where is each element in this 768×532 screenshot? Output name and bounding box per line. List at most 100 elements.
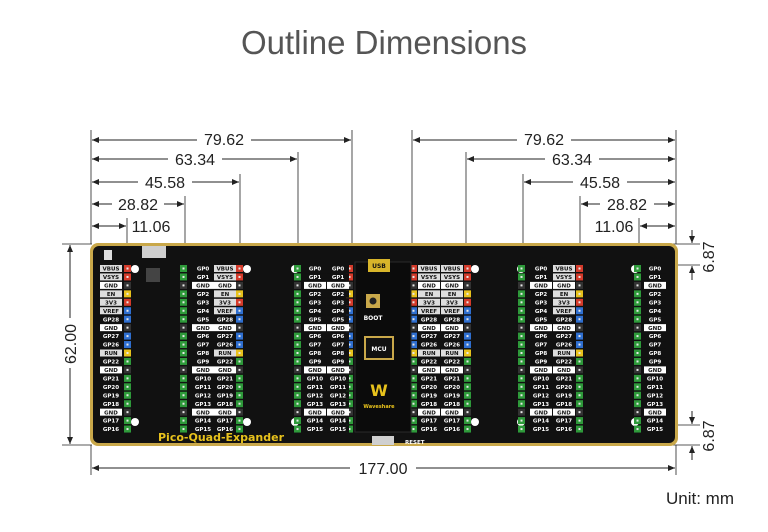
pin-label: GP18	[421, 402, 437, 408]
pin-label-bg	[304, 366, 326, 374]
pin-pad	[296, 301, 299, 304]
pin-label-bg	[100, 374, 122, 382]
pin-label: GND	[104, 284, 118, 290]
pin-label-bg	[644, 357, 666, 365]
pin-label: GP27	[421, 334, 437, 340]
pin-label: VBUS	[217, 267, 234, 273]
pin-pad	[412, 343, 415, 346]
pin-label-bg	[327, 349, 349, 357]
pin-label: GP21	[444, 376, 460, 382]
pin-pad	[348, 419, 351, 422]
pin-pad	[348, 377, 351, 380]
pin-label-bg	[100, 332, 122, 340]
pin-pad	[412, 419, 415, 422]
pin-label: GP15	[195, 427, 211, 433]
pin-label-bg	[327, 324, 349, 332]
pin-headers: VBUSVSYSGNDEN3V3VREFGP28GNDGP27GP26RUNGP…	[100, 265, 666, 433]
reset-button[interactable]	[372, 436, 394, 445]
pin-pad	[412, 360, 415, 363]
waveshare-logo: W	[370, 381, 388, 400]
pin-label-bg	[192, 324, 214, 332]
pin-label-bg	[418, 324, 440, 332]
pin-pad	[126, 284, 129, 287]
pin-label-bg	[644, 273, 666, 281]
pin-pad	[412, 411, 415, 414]
pin-pad	[126, 335, 129, 338]
pin-pad	[238, 301, 241, 304]
pin-pad	[466, 292, 469, 295]
pin-label-bg	[100, 324, 122, 332]
pin-label-bg	[644, 298, 666, 306]
pin-label-bg	[418, 417, 440, 425]
pin-pad	[182, 394, 185, 397]
pin-label-bg	[441, 374, 463, 382]
pin-label-bg	[327, 290, 349, 298]
pin-label: EN	[425, 292, 434, 298]
pin-label: GND	[308, 410, 322, 416]
pin-label: GND	[534, 368, 548, 374]
pin-pad	[126, 318, 129, 321]
pin-label-bg	[192, 341, 214, 349]
pin-label-bg	[644, 281, 666, 289]
pin-pad	[182, 292, 185, 295]
pin-label-bg	[192, 307, 214, 315]
pin-pad	[182, 267, 185, 270]
pin-label-bg	[418, 298, 440, 306]
pin-pad	[578, 402, 581, 405]
pin-label: GP6	[649, 334, 662, 340]
pin-label-bg	[327, 307, 349, 315]
pin-label-bg	[418, 357, 440, 365]
pin-pad	[126, 309, 129, 312]
pin-label-bg	[530, 298, 552, 306]
pin-label-bg	[327, 298, 349, 306]
pin-pad	[520, 402, 523, 405]
pin-label: GP27	[103, 334, 119, 340]
page-title: Outline Dimensions	[240, 24, 528, 61]
pin-label: GP14	[647, 419, 663, 425]
pin-label-bg	[192, 290, 214, 298]
pin-label-bg	[530, 315, 552, 323]
pin-label: GND	[196, 326, 210, 332]
pin-pad	[520, 428, 523, 431]
pin-label: EN	[448, 292, 457, 298]
pin-pad	[520, 394, 523, 397]
pin-pad	[578, 301, 581, 304]
pin-label: RUN	[104, 351, 118, 357]
pin-pad	[412, 326, 415, 329]
pin-pad	[520, 267, 523, 270]
pin-label: GP17	[444, 419, 460, 425]
pin-pad	[520, 343, 523, 346]
pin-label-bg	[192, 417, 214, 425]
pin-label-bg	[192, 315, 214, 323]
pin-label: GP16	[444, 427, 460, 433]
pin-pad	[296, 326, 299, 329]
pin-label-bg	[530, 341, 552, 349]
board-name: Pico-Quad-Expander	[158, 431, 285, 444]
pin-pad	[238, 267, 241, 270]
pin-label: GP22	[444, 360, 460, 366]
pin-label: RUN	[445, 351, 459, 357]
pin-pad	[238, 352, 241, 354]
pin-label-bg	[553, 357, 575, 365]
pin-label-bg	[192, 349, 214, 357]
dim-overall-width: 177.00	[359, 461, 408, 478]
pin-label: GP26	[556, 343, 572, 349]
pin-pad	[578, 326, 581, 329]
pin-label: GP26	[444, 343, 460, 349]
pin-label-bg	[100, 417, 122, 425]
pin-label: GP11	[647, 385, 663, 391]
pin-pad	[636, 360, 639, 363]
pin-label: GND	[557, 368, 571, 374]
pin-pad	[348, 275, 351, 278]
pin-pad	[348, 352, 351, 354]
pin-label: GP20	[103, 385, 119, 391]
pin-label-bg	[214, 408, 236, 416]
pin-pad	[348, 360, 351, 363]
pin-label-bg	[100, 273, 122, 281]
pin-pad	[238, 411, 241, 414]
pin-pad	[578, 411, 581, 414]
pin-label-bg	[441, 366, 463, 374]
pin-label: GND	[196, 284, 210, 290]
pin-pad	[296, 385, 299, 388]
